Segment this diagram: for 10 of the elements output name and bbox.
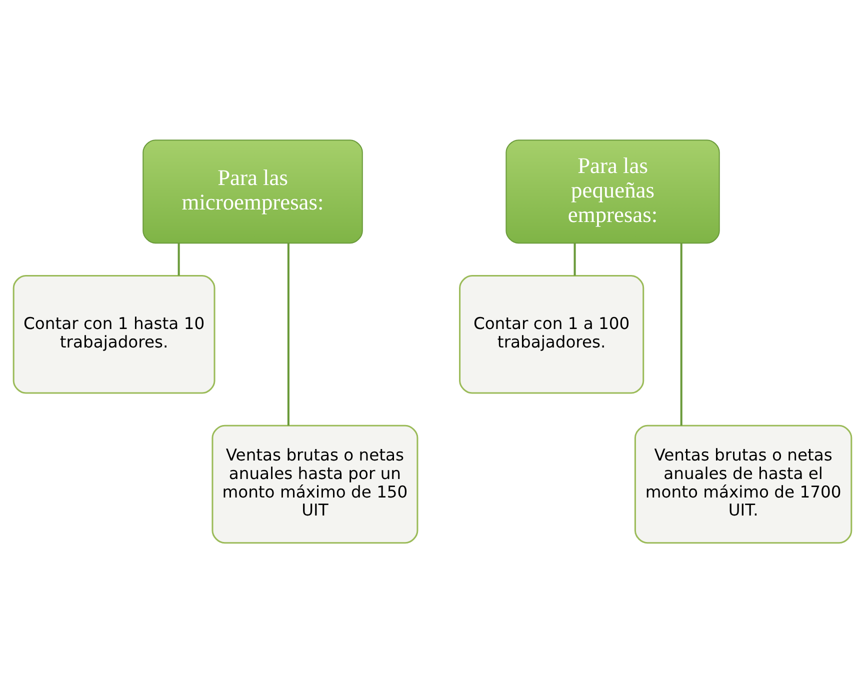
node-box: Para las pequeñas empresas:	[505, 140, 720, 244]
node-box: Contar con 1 a 100 trabajadores.	[458, 274, 644, 394]
connector	[680, 243, 682, 426]
node-box: Contar con 1 hasta 10 trabajadores.	[12, 274, 215, 394]
connector	[286, 243, 289, 426]
node-box: Para las microempresas:	[142, 140, 362, 244]
connector	[177, 243, 180, 276]
node-box: Ventas brutas o netas anuales de hasta el monto máximo de 1700 UIT.	[634, 424, 852, 544]
node-box: Ventas brutas o netas anuales hasta por un monto máximo de 150 UIT	[211, 424, 418, 544]
connector	[573, 243, 576, 276]
